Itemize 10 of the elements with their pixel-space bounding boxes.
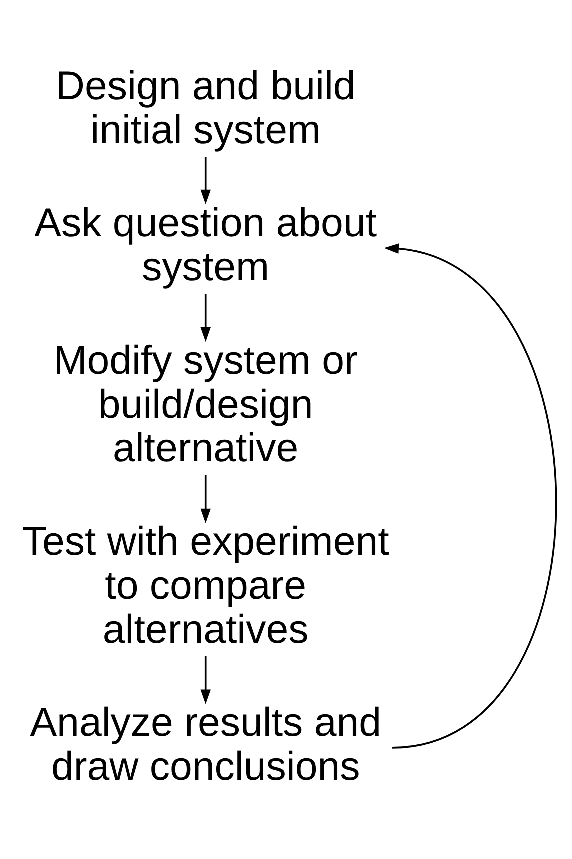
arrow xyxy=(200,475,211,524)
arrow xyxy=(200,294,211,342)
node-text: Modify system or build/design alternative xyxy=(54,338,358,471)
node-text: Design and build initial system xyxy=(56,63,356,152)
arrow xyxy=(384,244,558,749)
node-text: Test with experiment to compare alternatives xyxy=(22,519,390,652)
node-text: Analyze results and draw conclusions xyxy=(30,700,382,790)
node-text: Ask question about system xyxy=(34,200,378,290)
arrow xyxy=(200,656,211,704)
arrow xyxy=(200,157,211,205)
